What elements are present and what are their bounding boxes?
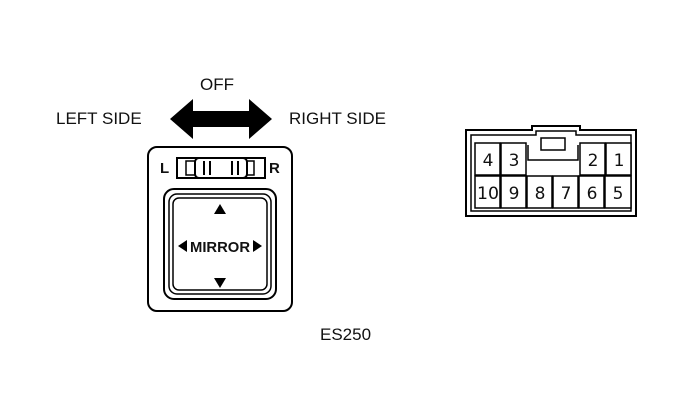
pin-number: 6	[587, 184, 598, 204]
pin-cavity	[579, 142, 606, 176]
right-marker: R	[269, 160, 280, 177]
off-label: OFF	[200, 75, 234, 94]
left-arrow-icon	[178, 240, 187, 252]
right-arrow-icon	[253, 240, 262, 252]
pin-cavity	[526, 175, 553, 209]
left-marker: L	[160, 160, 169, 177]
pin-number: 9	[509, 184, 520, 204]
pin-cavity	[552, 175, 579, 209]
pin-cavity	[500, 142, 527, 176]
up-arrow-icon	[214, 204, 226, 214]
connector-latch	[527, 145, 579, 161]
pin-number: 2	[588, 151, 599, 171]
right-side-label: RIGHT SIDE	[289, 109, 386, 128]
mirror-switch: L R MIRROR	[147, 146, 293, 312]
down-arrow-icon	[214, 278, 226, 288]
pin-number: 3	[509, 151, 520, 171]
pin-number: 7	[561, 184, 572, 204]
connector-diagram: 4 3 2 1 10 9 8 7 6 5	[465, 125, 637, 217]
pin-number: 5	[613, 184, 624, 204]
pin-number: 8	[535, 184, 546, 204]
mirror-adjust-pad[interactable]: MIRROR	[163, 188, 277, 300]
selector-slider[interactable]	[176, 157, 266, 179]
mirror-label: MIRROR	[190, 239, 250, 256]
pin-cavity	[605, 142, 632, 176]
pin-number: 10	[477, 184, 499, 204]
pin-number: 4	[483, 151, 494, 171]
left-side-label: LEFT SIDE	[56, 109, 142, 128]
pin-number: 1	[614, 151, 625, 171]
pin-cavity	[474, 142, 501, 176]
pin-cavity	[500, 175, 527, 209]
pin-cavity	[578, 175, 605, 209]
double-arrow-icon	[170, 99, 272, 139]
figure-code-label: ES250	[320, 325, 372, 344]
pin-cavity	[604, 175, 632, 209]
pin-cavity	[474, 175, 501, 209]
